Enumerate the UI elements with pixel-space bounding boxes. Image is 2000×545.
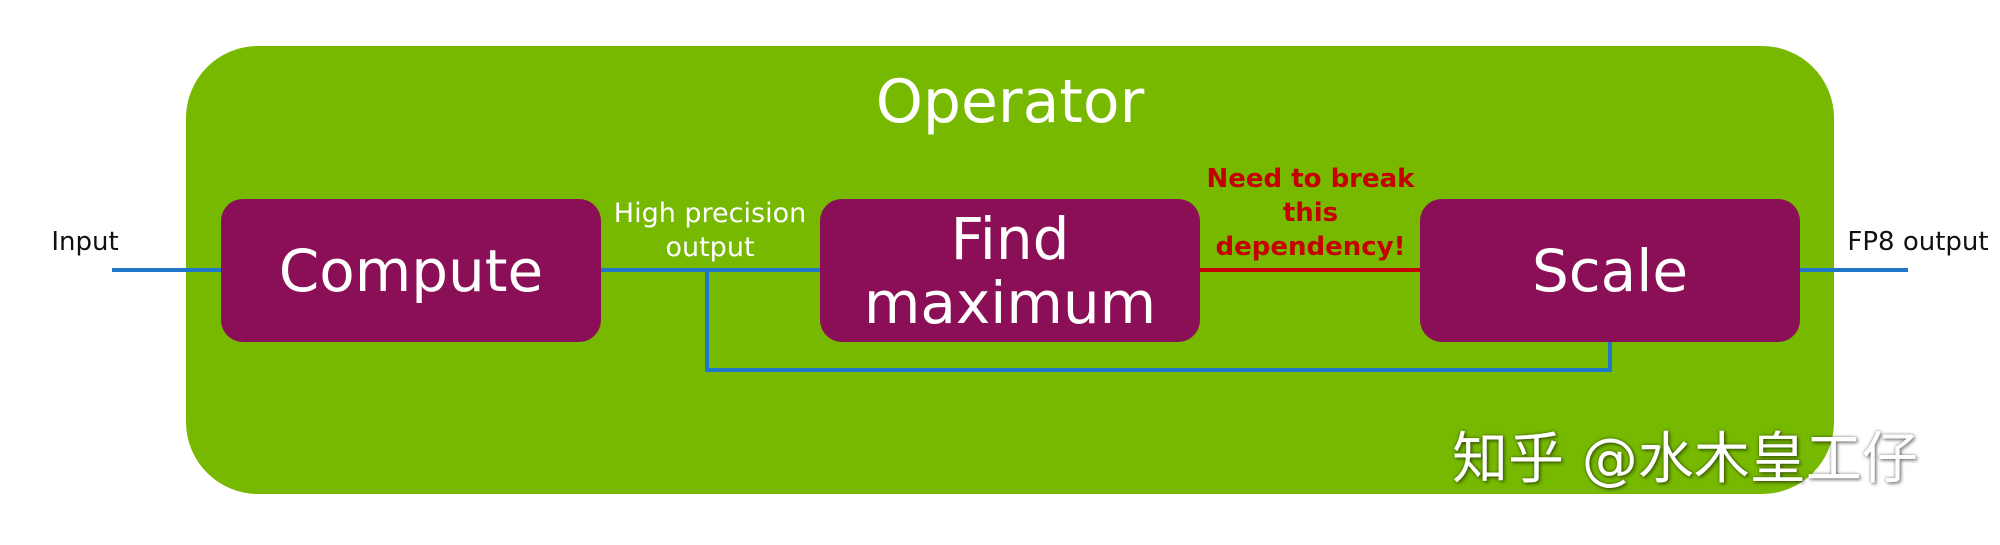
find-maximum-block: Find maximum bbox=[820, 199, 1200, 342]
watermark: 知乎 @水木皇工仔 bbox=[1452, 427, 1918, 492]
scale-label: Scale bbox=[1531, 236, 1689, 305]
dependency-note: Need to break this dependency! bbox=[1206, 164, 1415, 262]
operator-title: Operator bbox=[875, 67, 1145, 137]
input-label: Input bbox=[51, 227, 119, 257]
find-maximum-label: Find maximum bbox=[863, 204, 1157, 337]
scale-block: Scale bbox=[1420, 199, 1800, 342]
high-precision-output-label: High precision output bbox=[613, 198, 807, 263]
compute-block: Compute bbox=[221, 199, 601, 342]
compute-label: Compute bbox=[278, 236, 544, 305]
fp8-output-label: FP8 output bbox=[1847, 227, 1989, 257]
bypass-wire bbox=[705, 270, 1612, 372]
